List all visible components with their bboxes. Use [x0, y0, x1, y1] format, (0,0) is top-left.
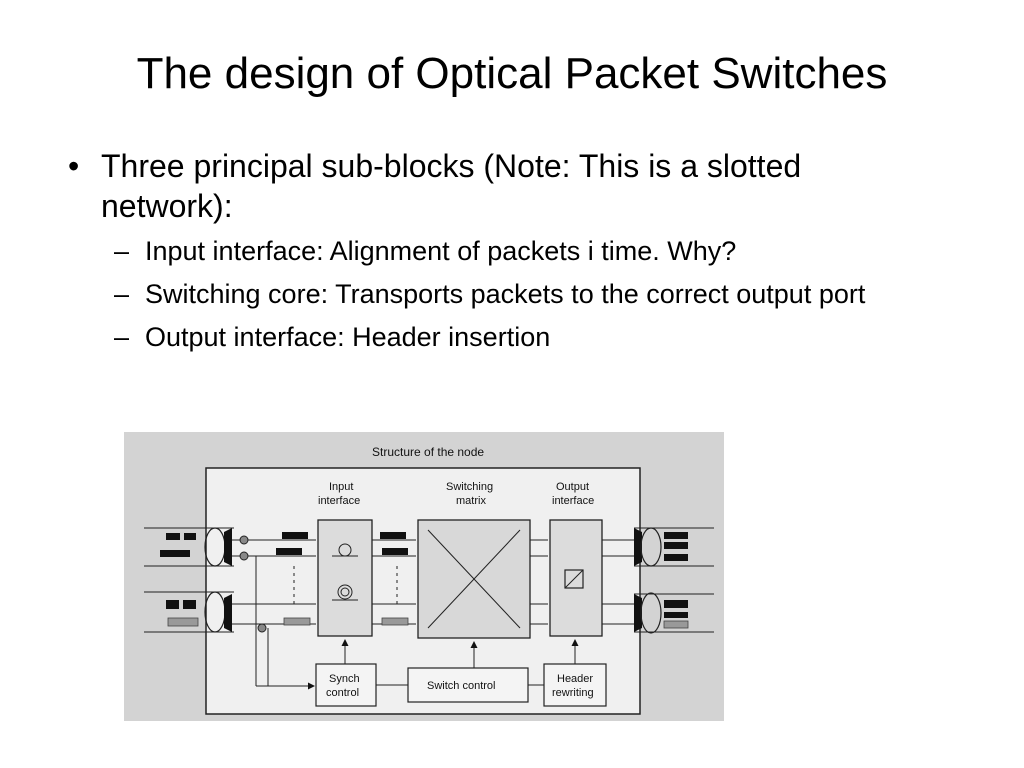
- sub-bullet-text: Output interface: Header insertion: [145, 322, 551, 352]
- output-fiber-bottom: [634, 592, 714, 634]
- sub-bullet-item: – Input interface: Alignment of packets …: [68, 233, 885, 269]
- input-interface-block: [317, 519, 373, 637]
- sub-bullet-text: Switching core: Transports packets to th…: [145, 279, 866, 309]
- node-structure-diagram: Structure of the node: [124, 432, 724, 721]
- synch-control-label: Synch: [329, 673, 360, 685]
- header-rewriting-label: Header: [557, 673, 593, 685]
- bullet-marker: •: [68, 148, 80, 184]
- output-interface-label: interface: [552, 495, 594, 507]
- sub-bullet-marker: –: [114, 322, 130, 352]
- output-interface-block: [549, 519, 603, 637]
- input-fiber-top: [144, 527, 234, 567]
- header-rewriting-block: [543, 663, 607, 707]
- output-fiber-top: [634, 527, 714, 567]
- bullet-text: Three principal sub-blocks (Note: This i…: [101, 148, 802, 224]
- header-rewriting-label: rewriting: [552, 687, 594, 699]
- switching-matrix-label: matrix: [456, 495, 486, 507]
- input-fiber-bottom: [144, 591, 234, 633]
- switch-control-label: Switch control: [427, 680, 495, 692]
- sub-bullet-item: – Switching core: Transports packets to …: [68, 276, 885, 312]
- bullet-item: • Three principal sub-blocks (Note: This…: [68, 146, 861, 226]
- input-interface-label: Input: [329, 481, 353, 493]
- output-interface-label: Output: [556, 481, 589, 493]
- sub-bullet-item: – Output interface: Header insertion: [68, 319, 885, 355]
- switching-matrix-label: Switching: [446, 481, 493, 493]
- synch-control-block: [315, 663, 377, 707]
- bullet-list: • Three principal sub-blocks (Note: This…: [68, 146, 968, 355]
- sub-bullet-marker: –: [114, 236, 130, 266]
- sub-bullet-text: Input interface: Alignment of packets i …: [145, 236, 737, 266]
- synch-control-label: control: [326, 687, 359, 699]
- sub-bullet-marker: –: [114, 279, 130, 309]
- input-interface-label: interface: [318, 495, 360, 507]
- sub-bullet-list: – Input interface: Alignment of packets …: [68, 233, 968, 355]
- slide-title: The design of Optical Packet Switches: [136, 49, 888, 98]
- diagram-title: Structure of the node: [372, 445, 484, 459]
